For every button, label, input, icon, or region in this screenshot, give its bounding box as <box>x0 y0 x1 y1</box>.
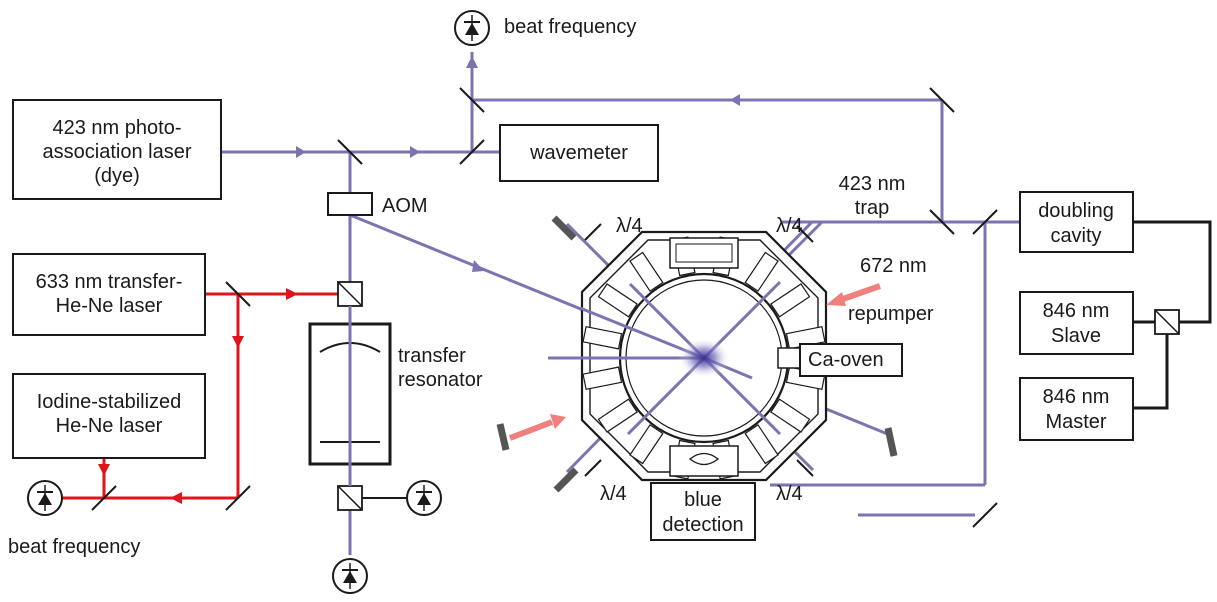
qwp-label-top-left: λ/4 <box>616 215 643 237</box>
photodiode-icon <box>27 480 63 516</box>
svg-text:(dye): (dye) <box>94 165 140 187</box>
transfer-label-2: resonator <box>398 369 483 391</box>
chamber-port-fin <box>629 251 664 292</box>
ca-oven: Ca-oven <box>777 343 903 377</box>
repumper-label-1: 672 nm <box>860 255 927 277</box>
chamber-port-fin <box>629 424 664 465</box>
svg-text:wavemeter: wavemeter <box>529 142 628 164</box>
blue-arrowheads <box>296 56 740 272</box>
svg-text:cavity: cavity <box>1050 225 1101 247</box>
injection-lines <box>1133 220 1212 410</box>
svg-text:846 nm: 846 nm <box>1043 300 1110 322</box>
qwp-label-bottom-left: λ/4 <box>600 483 627 505</box>
box-blue-detection: blue detection <box>650 482 756 541</box>
box-slave-laser: 846 nm Slave <box>1019 291 1134 355</box>
photodiode-icon <box>406 480 442 516</box>
beat-frequency-label-bottom: beat frequency <box>8 536 140 558</box>
repumper-label-2: repumper <box>848 303 934 325</box>
photodiode-icon <box>454 10 490 46</box>
svg-text:Master: Master <box>1045 411 1106 433</box>
transfer-resonator <box>308 306 392 486</box>
svg-text:doubling: doubling <box>1038 200 1114 222</box>
chamber-port-fin <box>744 251 779 292</box>
aom-label: AOM <box>382 195 428 217</box>
photodiode-icon <box>332 558 368 594</box>
chamber-port-fin <box>744 424 779 465</box>
mirrors <box>91 87 998 528</box>
repumper-arrows <box>508 283 881 441</box>
box-master-laser: 846 nm Master <box>1019 377 1134 441</box>
svg-text:633 nm transfer-: 633 nm transfer- <box>36 271 183 293</box>
chamber-port-fin <box>770 283 811 318</box>
beam-splitter-cubes <box>337 281 1180 511</box>
atom-cloud <box>678 338 730 378</box>
red-arrowheads <box>98 288 298 504</box>
qwp-label-top-right: λ/4 <box>776 215 803 237</box>
box-pa-laser: 423 nm photo- association laser (dye) <box>12 99 222 200</box>
qwp-label-bottom-right: λ/4 <box>776 483 803 505</box>
box-wavemeter: wavemeter <box>499 124 659 182</box>
trap-label-1: 423 nm <box>839 173 906 195</box>
svg-text:He-Ne laser: He-Ne laser <box>56 295 163 317</box>
svg-text:blue: blue <box>684 489 722 511</box>
aom-box <box>327 192 373 216</box>
svg-text:detection: detection <box>662 514 743 536</box>
box-hene-transfer: 633 nm transfer- He-Ne laser <box>12 253 206 336</box>
red-beam-paths <box>60 292 338 500</box>
chamber-port-fin <box>597 398 638 433</box>
viewports <box>669 237 739 477</box>
ca-oven-label: Ca-oven <box>808 349 884 371</box>
svg-text:846 nm: 846 nm <box>1043 386 1110 408</box>
chamber-port-fin <box>597 283 638 318</box>
svg-text:association laser: association laser <box>43 141 192 163</box>
svg-text:423 nm photo-: 423 nm photo- <box>53 117 182 139</box>
box-iodine-hene: Iodine-stabilized He-Ne laser <box>12 373 206 459</box>
box-doubling-cavity: doubling cavity <box>1019 191 1134 253</box>
chamber-port-fin <box>582 366 623 391</box>
trap-label-2: trap <box>855 197 889 219</box>
quarter-wave-plates <box>584 223 814 477</box>
retro-mirrors <box>496 215 898 493</box>
transfer-label-1: transfer <box>398 345 466 367</box>
chamber-port-fin <box>770 398 811 433</box>
chamber-port-fin <box>582 325 623 350</box>
svg-text:He-Ne laser: He-Ne laser <box>56 415 163 437</box>
beat-frequency-label-top: beat frequency <box>504 16 636 38</box>
svg-text:Slave: Slave <box>1051 325 1101 347</box>
svg-text:Iodine-stabilized: Iodine-stabilized <box>37 391 182 413</box>
